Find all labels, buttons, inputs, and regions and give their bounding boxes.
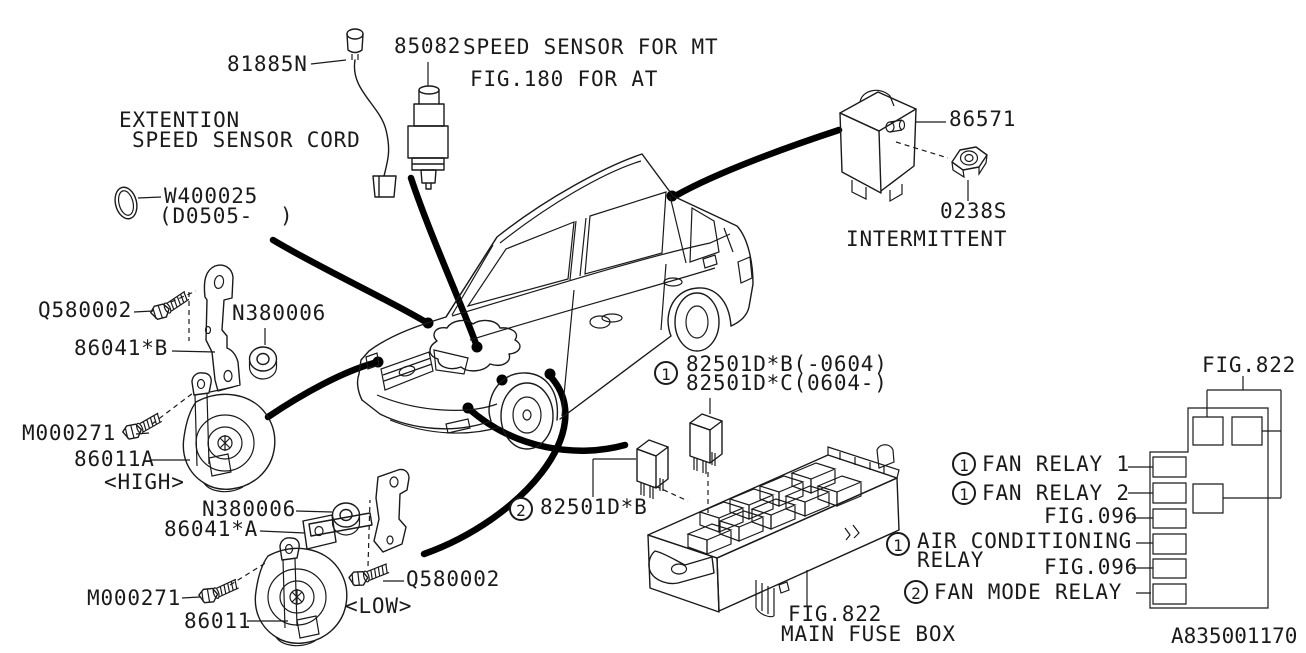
label-part-82501d-b[interactable]: 82501D*B(-0604) bbox=[686, 352, 888, 376]
label-fig180[interactable]: FIG.180 FOR AT bbox=[470, 67, 659, 91]
label-part-m000271-lower[interactable]: M000271 bbox=[87, 586, 182, 610]
label-part-86571[interactable]: 86571 bbox=[949, 107, 1017, 131]
circled-marker-ac: 1 bbox=[886, 532, 910, 556]
label-part-86011[interactable]: 86011 bbox=[184, 609, 252, 633]
label-part-86041b[interactable]: 86041*B bbox=[74, 336, 169, 360]
circled-marker-relay-main: 1 bbox=[654, 361, 678, 385]
label-part-86011a[interactable]: 86011A bbox=[74, 447, 155, 471]
label-extension-2: SPEED SENSOR CORD bbox=[132, 128, 361, 152]
label-part-86041a[interactable]: 86041*A bbox=[164, 517, 259, 541]
nut-install-dash bbox=[895, 141, 949, 159]
relay-82501d-alt bbox=[636, 439, 669, 499]
intermittent-relay bbox=[839, 89, 917, 203]
label-low-tag: <LOW> bbox=[345, 594, 413, 618]
label-main-fuse-box: MAIN FUSE BOX bbox=[781, 622, 956, 646]
label-fan-relay-1: FAN RELAY 1 bbox=[982, 452, 1130, 476]
label-leaders bbox=[133, 59, 969, 622]
label-air-conditioning-2: RELAY bbox=[917, 548, 985, 572]
label-part-w400025[interactable]: W400025 bbox=[164, 184, 259, 208]
label-part-q580002-lower[interactable]: Q580002 bbox=[406, 567, 501, 591]
label-doc-code: A835001170 bbox=[1171, 624, 1298, 648]
label-part-81885n[interactable]: 81885N bbox=[227, 52, 308, 76]
speed-sensor bbox=[407, 85, 449, 190]
circled-marker-fan1: 1 bbox=[952, 452, 976, 476]
label-air-conditioning: AIR CONDITIONING bbox=[917, 529, 1133, 553]
label-fig822-map[interactable]: FIG.822 bbox=[1202, 353, 1297, 377]
circled-marker-relay-alt: 2 bbox=[509, 497, 533, 521]
label-high-tag: <HIGH> bbox=[104, 470, 185, 494]
label-part-m000271-upper[interactable]: M000271 bbox=[22, 421, 117, 445]
relay-install-dashes bbox=[654, 472, 709, 514]
relay-82501d-main bbox=[689, 413, 723, 474]
label-extension-1: EXTENTION bbox=[119, 108, 240, 132]
label-part-85082[interactable]: 85082 bbox=[394, 34, 462, 58]
relay-location-map bbox=[1128, 376, 1282, 609]
car-illustration bbox=[356, 153, 754, 450]
circled-marker-fan2: 1 bbox=[952, 481, 976, 505]
label-part-82501d-alt[interactable]: 82501D*B bbox=[540, 495, 648, 519]
label-fig096-a[interactable]: FIG.096 bbox=[1044, 504, 1139, 528]
horn-high-assembly bbox=[120, 264, 278, 493]
leader-arrows bbox=[264, 126, 843, 558]
horn-low-assembly bbox=[196, 468, 410, 647]
oring bbox=[114, 186, 138, 220]
label-part-n380006-upper[interactable]: N380006 bbox=[232, 301, 327, 325]
label-part-0238s[interactable]: 0238S bbox=[940, 199, 1008, 223]
label-fan-relay-2: FAN RELAY 2 bbox=[982, 481, 1130, 505]
label-intermittent: INTERMITTENT bbox=[846, 227, 1008, 251]
label-part-n380006-lower[interactable]: N380006 bbox=[202, 497, 297, 521]
label-part-q580002-upper[interactable]: Q580002 bbox=[38, 298, 133, 322]
label-fig096-b[interactable]: FIG.096 bbox=[1044, 555, 1139, 579]
label-speed-sensor-note: SPEED SENSOR FOR MT bbox=[463, 35, 719, 59]
circled-marker-fanmode: 2 bbox=[904, 580, 928, 604]
label-fig822-fusebox[interactable]: FIG.822 bbox=[788, 602, 883, 626]
label-w400025-range: (D0505- ) bbox=[159, 204, 294, 228]
speed-sensor-cord bbox=[346, 28, 397, 198]
label-part-82501d-c[interactable]: 82501D*C(0604-) bbox=[686, 371, 888, 395]
nut-0238s bbox=[951, 146, 988, 179]
main-fuse-box bbox=[647, 444, 900, 618]
label-fan-mode-relay: FAN MODE RELAY bbox=[934, 580, 1123, 604]
